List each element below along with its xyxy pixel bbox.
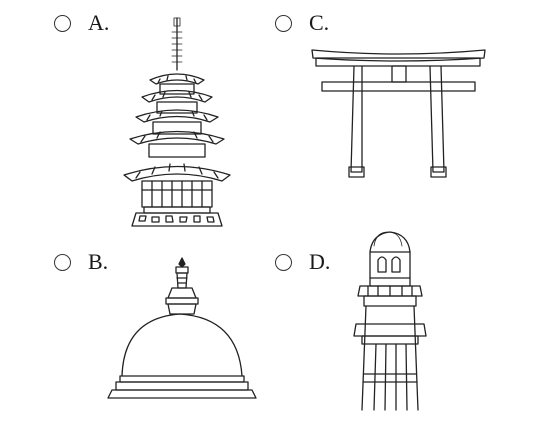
option-d-letter: D. bbox=[309, 249, 331, 274]
stupa-icon bbox=[107, 257, 257, 399]
option-b-letter: B. bbox=[88, 249, 109, 274]
option-b[interactable]: B. bbox=[54, 251, 108, 273]
torii-gate-icon bbox=[311, 49, 486, 178]
option-c-radio[interactable] bbox=[275, 14, 292, 32]
option-c-letter: C. bbox=[309, 10, 330, 35]
minaret-icon bbox=[353, 231, 427, 411]
option-a-radio[interactable] bbox=[54, 14, 71, 32]
option-a[interactable]: A. bbox=[54, 12, 109, 34]
option-d-radio[interactable] bbox=[275, 253, 292, 271]
option-d[interactable]: D. bbox=[275, 251, 330, 273]
option-b-radio[interactable] bbox=[54, 253, 71, 271]
option-a-letter: A. bbox=[88, 10, 110, 35]
option-c[interactable]: C. bbox=[275, 12, 329, 34]
pagoda-icon bbox=[123, 17, 231, 227]
